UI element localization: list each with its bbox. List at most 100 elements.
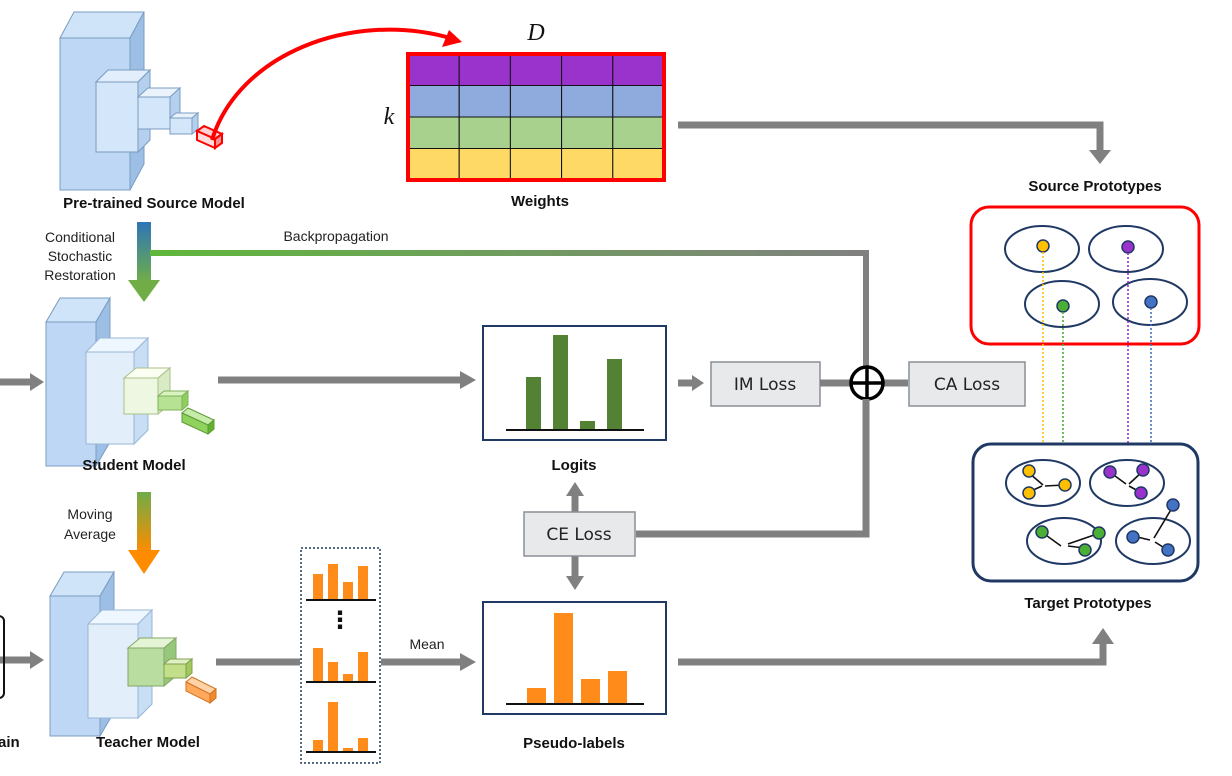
- backprop-label: Backpropagation: [283, 228, 388, 244]
- weights-to-source-arrowhead: [1089, 150, 1111, 164]
- source-prototype-point: [1036, 239, 1050, 253]
- target-cluster-ellipse: [1026, 517, 1102, 565]
- prediction-bar: [343, 582, 353, 600]
- mean-arrowhead: [460, 653, 476, 671]
- pseudo-label-bar: [608, 671, 627, 704]
- prediction-bar: [313, 740, 323, 752]
- prediction-bar: [313, 574, 323, 600]
- target-clusters: [1005, 459, 1191, 565]
- target-prototypes-box: [971, 442, 1200, 583]
- left-cut-label: ain: [0, 734, 20, 751]
- source-prototype-point: [1056, 299, 1070, 313]
- augmented-predictions-bars: [306, 564, 376, 753]
- ce-to-logits-arrowhead: [566, 482, 584, 496]
- prediction-bar: [343, 674, 353, 682]
- mean-label: Mean: [409, 636, 444, 652]
- pseudo-to-target-arrowhead: [1092, 628, 1114, 644]
- vertical-ellipsis: ⋮: [328, 606, 352, 634]
- im-loss-box: [710, 361, 821, 407]
- student-model-label: Student Model: [82, 457, 185, 474]
- weights-cell: [407, 53, 460, 86]
- prediction-bar: [313, 648, 323, 682]
- prediction-bar: [358, 566, 368, 600]
- source-prototype-point: [1144, 295, 1158, 309]
- prediction-bar: [343, 748, 353, 752]
- im-loss-label: IM Loss: [734, 375, 797, 395]
- source-cluster-ellipse: [1004, 225, 1080, 273]
- input-to-teacher-arrowhead: [30, 651, 44, 669]
- weights-cell: [509, 85, 563, 118]
- pseudo-to-target-arrow: [678, 642, 1107, 666]
- weights-dim-k: k: [384, 104, 395, 130]
- teacher-model-label: Teacher Model: [96, 734, 200, 751]
- weights-label: Weights: [511, 193, 569, 210]
- weights-cell: [509, 116, 563, 149]
- logits-bar: [607, 359, 622, 430]
- logits-panel: [482, 325, 667, 441]
- pseudo-label-bar: [554, 613, 573, 704]
- logits-bars: [526, 335, 622, 430]
- sum-operator-icon: [849, 365, 885, 401]
- pseudo-labels-panel: [482, 601, 667, 715]
- pseudo-labels-label: Pseudo-labels: [523, 735, 625, 752]
- weights-cell: [407, 85, 460, 118]
- weights-matrix: [406, 52, 666, 182]
- student-model-icon: [45, 296, 215, 468]
- moving-average-arrowhead: [128, 550, 160, 574]
- prediction-bar: [358, 738, 368, 752]
- cut-input-image-frame: [0, 615, 5, 699]
- weights-cell: [561, 53, 614, 86]
- logits-to-im-arrowhead: [692, 375, 704, 391]
- augmented-predictions-panel: [300, 547, 381, 764]
- pseudo-labels-bars: [527, 613, 627, 704]
- weights-cell: [612, 148, 665, 181]
- target-cluster-ellipse: [1089, 459, 1165, 507]
- moving-average-label-line2: Average: [64, 526, 116, 542]
- logits-bar: [526, 377, 541, 430]
- target-prototypes-label: Target Prototypes: [1024, 595, 1151, 612]
- source-cluster-ellipse: [1024, 280, 1100, 328]
- logits-label: Logits: [552, 457, 597, 474]
- weights-cell: [561, 85, 614, 118]
- ce-to-sum-line: [636, 399, 870, 538]
- source-prototype-point: [1121, 240, 1135, 254]
- pseudo-label-bar: [527, 688, 546, 704]
- source-clusters: [1004, 225, 1188, 328]
- weights-to-source-arrow: [678, 121, 1104, 150]
- weights-cell: [612, 53, 665, 86]
- weights-cell: [612, 85, 665, 118]
- teacher-model-icon: [49, 570, 217, 738]
- weights-extraction-arrowhead: [442, 30, 462, 47]
- logits-bar: [553, 335, 568, 430]
- restoration-arrow: [137, 222, 151, 282]
- source-model-label: Pre-trained Source Model: [63, 195, 245, 212]
- ce-loss-box: [523, 511, 636, 557]
- weights-cell: [561, 116, 614, 149]
- restoration-label-line1: Conditional: [45, 229, 115, 245]
- weights-dim-d: D: [526, 20, 544, 46]
- ce-loss-label: CE Loss: [546, 525, 611, 545]
- weights-matrix-border: [406, 52, 666, 182]
- prediction-bar: [328, 662, 338, 682]
- weights-cell: [407, 148, 460, 181]
- source-model-icon: [59, 11, 225, 191]
- weights-cell: [509, 53, 563, 86]
- weights-cell: [612, 116, 665, 149]
- weights-extraction-arrow: [210, 27, 451, 141]
- weights-cell: [458, 116, 511, 149]
- restoration-label-line3: Restoration: [44, 267, 116, 283]
- student-to-logits-arrowhead: [460, 371, 476, 389]
- pseudo-label-bar: [581, 679, 600, 704]
- ca-loss-label: CA Loss: [934, 375, 1000, 395]
- prediction-bar: [328, 702, 338, 752]
- moving-average-label-line1: Moving: [67, 506, 112, 522]
- source-prototypes-label: Source Prototypes: [1028, 178, 1161, 195]
- weights-cell: [407, 116, 460, 149]
- prediction-bar: [358, 652, 368, 682]
- logits-bar: [580, 421, 595, 430]
- weights-cell: [458, 85, 511, 118]
- ca-loss-box: [908, 361, 1026, 407]
- target-cluster-ellipse: [1005, 459, 1081, 507]
- moving-average-arrow: [137, 492, 151, 552]
